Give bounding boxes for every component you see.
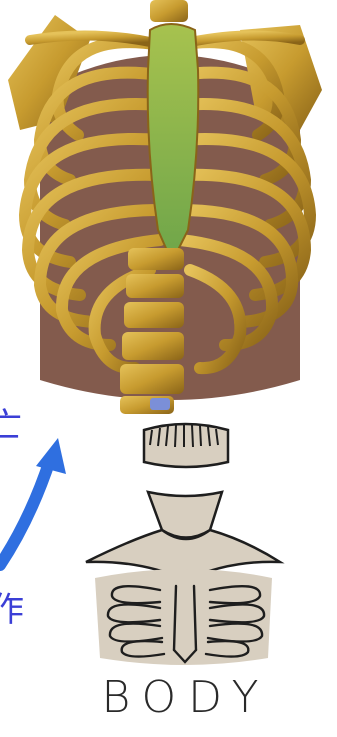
handwritten-glyph-top: 亡 [0,398,22,447]
handwritten-glyph-bottom: 作 [0,582,24,631]
head-sketch-icon [144,424,228,467]
curved-arrow-icon [0,438,66,565]
left-clavicle [30,35,150,42]
body-label: BODY [96,672,276,723]
ribcage-illustration [8,0,322,414]
torso-sketch-icon [86,492,280,665]
